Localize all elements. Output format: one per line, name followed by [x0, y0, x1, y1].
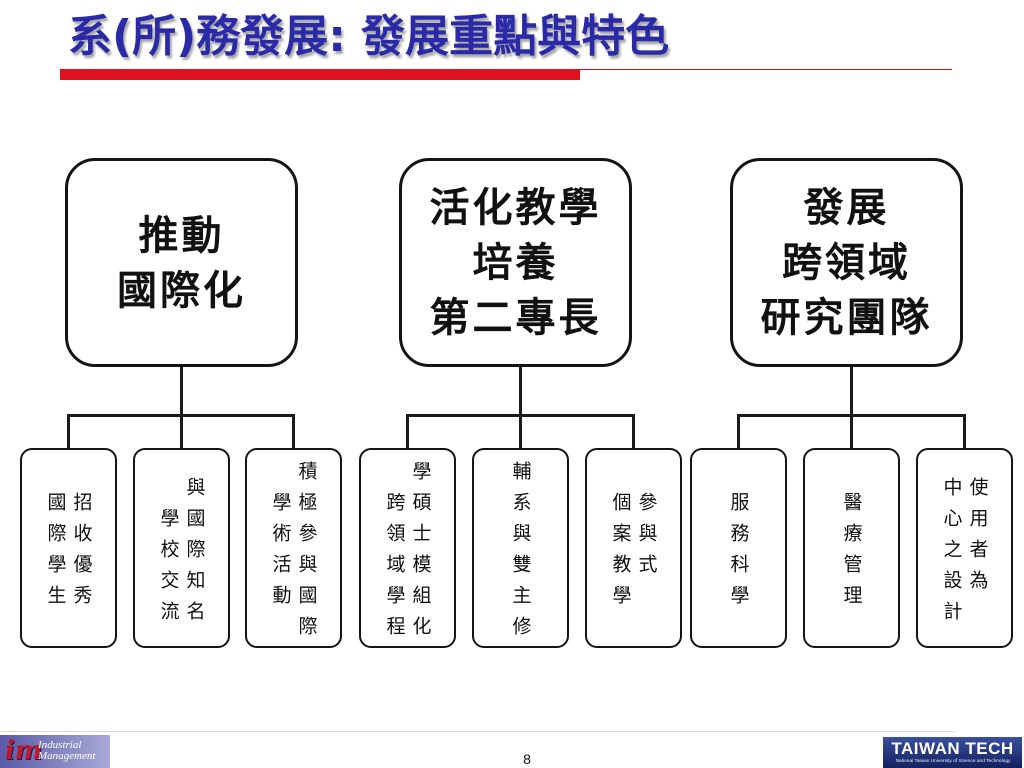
group-heading-line: 跨領域	[782, 239, 911, 286]
im-logo-mark: im	[5, 736, 43, 766]
connector-drop	[292, 414, 295, 448]
leaf-participatory-case-teaching: 參與式 個案教學	[585, 448, 682, 648]
taiwan-tech-logo-name: TAIWAN TECH	[891, 739, 1014, 758]
group-heading-line: 國際化	[117, 266, 246, 314]
leaf-text-column: 學術活動	[269, 492, 292, 616]
connector-drop	[180, 414, 183, 448]
group-heading-line: 第二專長	[429, 294, 602, 341]
leaf-user-centered-design: 使用者為 中心之設計	[916, 448, 1013, 648]
leaf-text-column: 參與式	[635, 492, 658, 585]
group-heading-line: 研究團隊	[760, 294, 933, 341]
im-logo-text: Industrial Management	[38, 740, 95, 762]
title-underline-rule	[580, 69, 952, 70]
leaf-text-column: 服務科學	[727, 492, 750, 616]
leaf-text-column: 招收優秀	[70, 492, 93, 616]
connector-stem	[850, 367, 853, 416]
connector-drop	[737, 414, 740, 448]
leaf-text-column: 積極參與國際	[295, 461, 318, 647]
leaf-text-column: 國際學生	[44, 492, 67, 616]
connector-drop	[519, 414, 522, 448]
leaf-text-column: 中心之設計	[940, 476, 963, 632]
leaf-minor-and-double-major: 輔系與雙主修	[472, 448, 569, 648]
leaf-text-column: 跨領域學程	[383, 492, 406, 647]
footer-divider	[0, 731, 955, 732]
connector-drop	[632, 414, 635, 448]
group-box-active-teaching: 活化教學 培養 第二專長	[399, 158, 632, 367]
leaf-recruit-international-students: 招收優秀 國際學生	[20, 448, 117, 648]
taiwan-tech-logo: TAIWAN TECH National Taiwan University o…	[883, 737, 1022, 768]
industrial-management-logo: im Industrial Management	[0, 735, 110, 768]
connector-drop	[67, 414, 70, 448]
leaf-text-column: 學碩士模組化	[409, 461, 432, 647]
leaf-text-column: 醫療管理	[840, 492, 863, 616]
connector-drop	[406, 414, 409, 448]
group-heading-line: 活化教學	[429, 184, 602, 231]
group-box-internationalization: 推動 國際化	[65, 158, 298, 367]
connector-stem	[519, 367, 522, 416]
im-logo-line2: Management	[38, 750, 96, 762]
leaf-text-column: 使用者為	[966, 476, 989, 601]
title-underline-bar	[60, 69, 580, 80]
leaf-service-science: 服務科學	[690, 448, 787, 648]
leaf-international-academic-activities: 積極參與國際 學術活動	[245, 448, 342, 648]
connector-drop	[850, 414, 853, 448]
connector-stem	[180, 367, 183, 416]
leaf-text-column: 輔系與雙主修	[509, 461, 532, 647]
group-heading-line: 發展	[803, 184, 890, 231]
taiwan-tech-logo-subtitle: National Taiwan University of Science an…	[895, 759, 1010, 764]
connector-drop	[963, 414, 966, 448]
group-box-cross-domain-research: 發展 跨領域 研究團隊	[730, 158, 963, 367]
leaf-text-column: 個案教學	[609, 492, 632, 616]
group-heading-line: 培養	[472, 239, 559, 286]
leaf-text-column: 學校交流	[157, 507, 180, 632]
slide-title: 系(所)務發展: 發展重點與特色	[68, 11, 670, 62]
leaf-text-column: 與國際知名	[183, 476, 206, 632]
group-heading-line: 推動	[138, 211, 225, 259]
leaf-modular-cross-domain-program: 學碩士模組化 跨領域學程	[359, 448, 456, 648]
im-logo-line1: Industrial	[38, 739, 82, 751]
leaf-healthcare-management: 醫療管理	[803, 448, 900, 648]
leaf-exchange-with-partner-schools: 與國際知名 學校交流	[133, 448, 230, 648]
page-number: 8	[523, 751, 531, 767]
